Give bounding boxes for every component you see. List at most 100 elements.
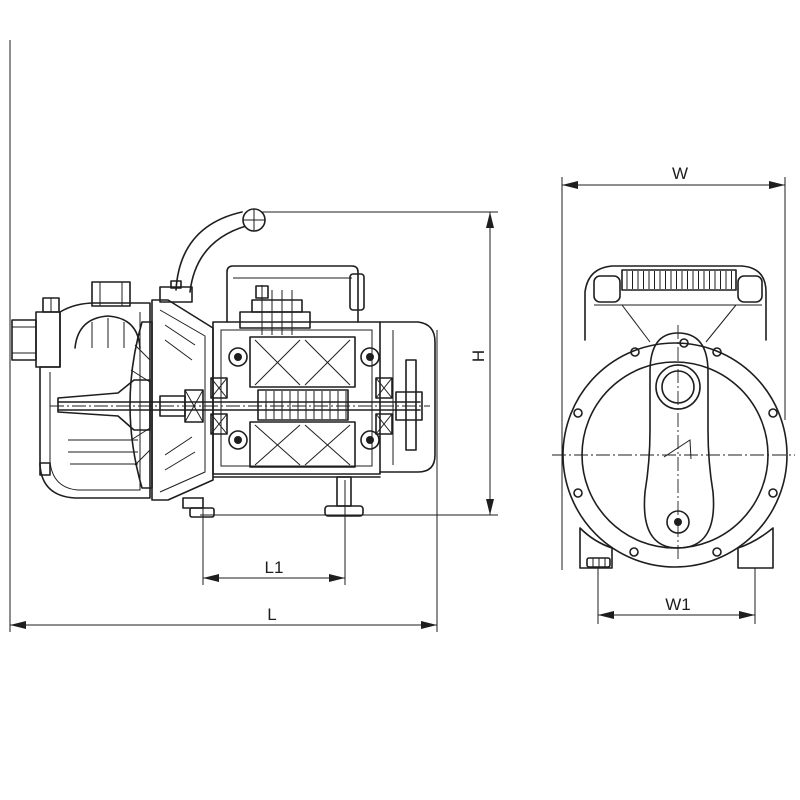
terminal-box bbox=[226, 265, 365, 335]
impeller-vane bbox=[134, 344, 151, 361]
arrowhead bbox=[486, 499, 494, 515]
bolt-hole bbox=[573, 408, 583, 418]
pump-casing bbox=[39, 302, 151, 499]
impeller-vane bbox=[134, 449, 151, 466]
bearing-hatch bbox=[210, 413, 228, 435]
dimension-h: H bbox=[200, 211, 498, 516]
dim-label-w: W bbox=[672, 164, 688, 183]
fan-hub bbox=[395, 391, 423, 421]
side-feet bbox=[182, 476, 364, 518]
bracket-hatch bbox=[164, 451, 196, 471]
motor-bracket bbox=[151, 280, 214, 501]
terminal-base bbox=[239, 311, 311, 329]
rear-foot bbox=[324, 505, 364, 517]
rotor-core bbox=[257, 389, 349, 421]
bracket-hatch bbox=[164, 436, 193, 456]
bracket-inner-line bbox=[159, 309, 206, 493]
end-winding-core bbox=[234, 353, 242, 361]
fan-cover bbox=[379, 321, 436, 473]
dimension-l1: L1 bbox=[202, 480, 346, 585]
bolt-hole bbox=[679, 338, 689, 348]
dim-label-l: L bbox=[267, 605, 276, 624]
capacitor bbox=[349, 273, 365, 311]
pipe-inner bbox=[189, 225, 247, 293]
inlet-port-inner bbox=[661, 370, 695, 404]
arrowhead bbox=[562, 181, 578, 189]
fan-cover-outline bbox=[379, 321, 436, 473]
flange-outer bbox=[562, 342, 788, 568]
impeller bbox=[129, 321, 153, 489]
housing-flank-line bbox=[621, 304, 651, 343]
handle-panel-right bbox=[737, 275, 763, 303]
flange-bolt-holes bbox=[573, 338, 778, 557]
grille-frame bbox=[621, 269, 737, 291]
casing-dome bbox=[74, 315, 141, 349]
impeller-vane bbox=[130, 427, 151, 441]
side-view bbox=[11, 208, 436, 518]
rear-bearing bbox=[375, 377, 393, 399]
bracket-outline bbox=[151, 299, 214, 501]
terminal-box-outline bbox=[226, 265, 359, 323]
arrowhead bbox=[486, 212, 494, 228]
stator-top bbox=[249, 336, 356, 388]
bypass-pipe bbox=[175, 208, 266, 293]
stator-winding bbox=[254, 424, 301, 466]
dim-label-h: H bbox=[469, 350, 488, 362]
arrowhead bbox=[739, 611, 755, 619]
bolt-hole bbox=[629, 547, 639, 557]
dimension-l: L bbox=[9, 40, 438, 632]
end-winding bbox=[228, 347, 248, 367]
end-winding-core bbox=[234, 436, 242, 444]
impeller-vane bbox=[130, 369, 151, 383]
bearing-hatch bbox=[375, 413, 393, 435]
stator-winding bbox=[304, 424, 351, 466]
arrowhead bbox=[10, 621, 26, 629]
casing-front-profile bbox=[643, 332, 715, 549]
dim-label-l1: L1 bbox=[265, 558, 284, 577]
cable-gland bbox=[255, 285, 269, 299]
arrowhead bbox=[329, 574, 345, 582]
stator-bottom bbox=[249, 421, 356, 468]
arrowhead bbox=[421, 621, 437, 629]
bolt-hole bbox=[712, 547, 722, 557]
inlet-port-outer bbox=[655, 364, 701, 410]
end-winding-core bbox=[366, 436, 374, 444]
front-bearing bbox=[210, 413, 228, 435]
fan-blade bbox=[405, 359, 417, 451]
outlet-port bbox=[91, 281, 131, 307]
rotation-mark bbox=[663, 439, 692, 460]
outlet-pipe bbox=[91, 281, 131, 307]
arrowhead bbox=[203, 574, 219, 582]
drain-plug bbox=[39, 462, 51, 476]
front-foot-left bbox=[579, 527, 613, 569]
rear-bearing bbox=[375, 413, 393, 435]
end-winding bbox=[228, 430, 248, 450]
impeller-outline bbox=[129, 321, 153, 489]
bracket-hatch bbox=[164, 339, 193, 361]
rotor bbox=[257, 389, 349, 421]
stator-winding bbox=[304, 339, 351, 386]
dimension-w1: W1 bbox=[597, 568, 756, 624]
front-feet bbox=[579, 527, 774, 569]
handle-panel-left bbox=[593, 275, 621, 303]
pipe-outer bbox=[175, 211, 243, 291]
bearing-hatch bbox=[375, 377, 393, 399]
bolt-hole bbox=[573, 488, 583, 498]
bolt-hole bbox=[630, 347, 640, 357]
end-winding bbox=[360, 347, 380, 367]
end-winding-core bbox=[366, 353, 374, 361]
bolt-hole bbox=[768, 408, 778, 418]
front-view bbox=[552, 265, 795, 569]
arrowhead bbox=[598, 611, 614, 619]
top-housing-outline bbox=[584, 265, 767, 341]
bracket-hatch bbox=[164, 324, 196, 346]
bearing-hatch bbox=[210, 377, 228, 399]
dim-label-w1: W1 bbox=[665, 595, 691, 614]
stator-winding bbox=[254, 339, 301, 386]
front-foot bbox=[189, 507, 215, 518]
housing-flank-line bbox=[705, 304, 737, 343]
arrowhead bbox=[769, 181, 785, 189]
bolt-hole bbox=[768, 488, 778, 498]
